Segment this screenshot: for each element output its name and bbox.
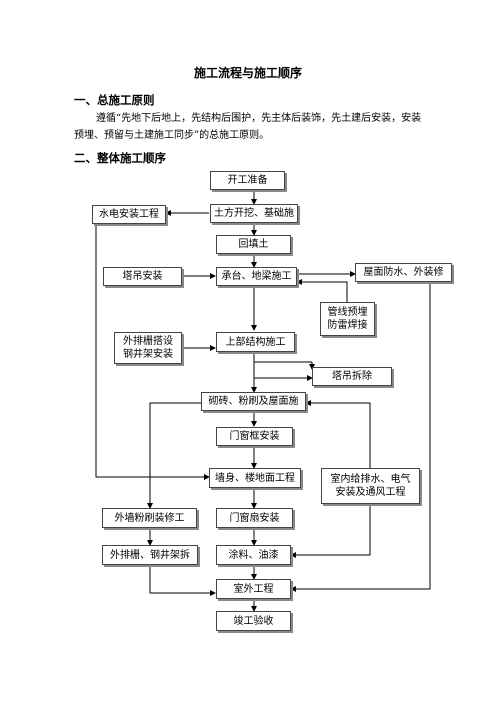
node-door-sash: 门窗扇安装 [216, 508, 293, 528]
node-roof-waterproof: 屋面防水、外装修 [355, 263, 452, 282]
node-pipe-line1: 管线预埋 [327, 307, 368, 318]
node-cap-beam: 承台、地梁施工 [216, 267, 297, 286]
node-superstructure: 上部结构施工 [216, 332, 295, 352]
node-backfill: 回填土 [216, 235, 291, 254]
node-scaffold-line2: 钢井架安装 [123, 349, 173, 360]
node-wall-floor: 墙身、楼地面工程 [209, 468, 301, 488]
section2-heading: 二、整体施工顺序 [74, 151, 166, 165]
node-scaffold-line1: 外排栅搭设 [123, 336, 173, 347]
node-crane-remove: 塔吊拆除 [312, 367, 392, 386]
node-acceptance: 竣工验收 [216, 611, 291, 631]
node-pipe-lightning: 管线预埋 防雷焊接 [320, 302, 375, 336]
node-masonry: 砌砖、粉刷及屋面施 [201, 392, 306, 411]
node-indoor-line2: 安装及通风工程 [335, 487, 406, 498]
node-indoor-line1: 室内给排水、电气 [330, 474, 411, 485]
node-pipe-line2: 防雷焊接 [327, 320, 368, 331]
section1-line1: 遵循“先地下后地上，先结构后围护，先主体后装饰，先土建后安装，安装 [96, 113, 422, 124]
section1-paragraph: 遵循“先地下后地上，先结构后围护，先主体后装饰，先土建后安装，安装 预埋、预留与… [74, 110, 434, 144]
node-door-frame: 门窗框安装 [216, 427, 293, 446]
node-scaffold-setup: 外排栅搭设 钢井架安装 [114, 332, 182, 364]
page-title: 施工流程与施工顺序 [193, 66, 302, 80]
node-scaffold-remove: 外排栅、钢井架拆 [102, 545, 198, 565]
node-start: 开工准备 [210, 171, 285, 190]
section1-line2: 预埋、预留与土建施工同步”的总施工原则。 [74, 130, 270, 141]
node-ext-wall: 外墙粉刷装修工 [102, 508, 197, 528]
node-paint: 涂料、油漆 [216, 545, 291, 565]
node-outdoor: 室外工程 [216, 579, 291, 599]
node-indoor-works: 室内给排水、电气 安装及通风工程 [321, 468, 420, 504]
node-crane-install: 塔吊安装 [103, 267, 182, 286]
node-utilities: 水电安装工程 [92, 205, 166, 224]
node-earthwork: 土方开挖、基础施 [210, 204, 298, 223]
section1-heading: 一、总施工原则 [74, 93, 155, 107]
